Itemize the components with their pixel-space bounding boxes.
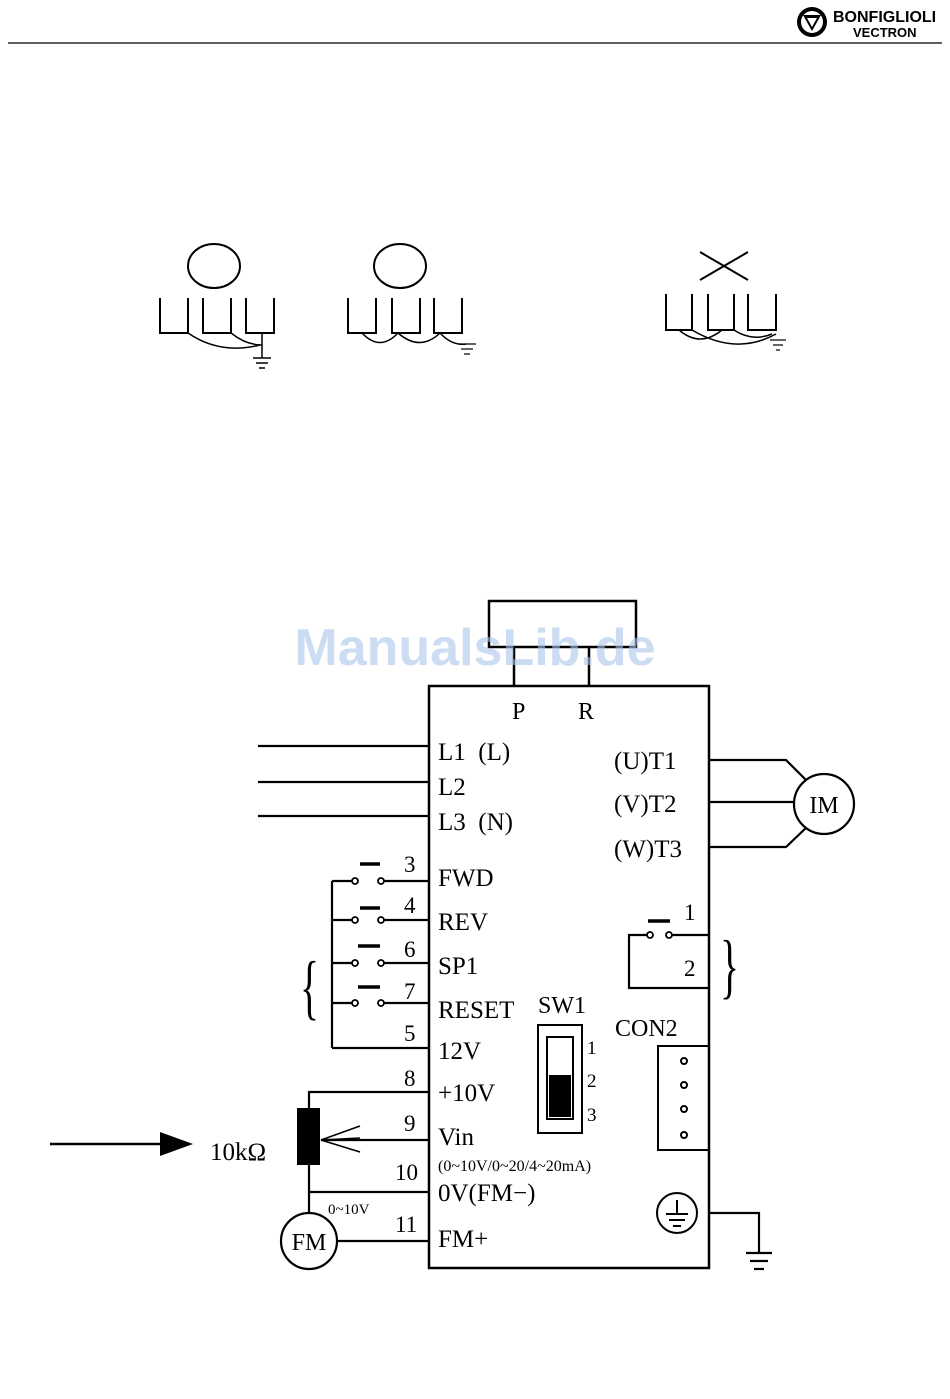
brand-name: BONFIGLIOLI [833, 9, 936, 26]
earth-terminal-icon [657, 1193, 697, 1233]
motor-label: IM [809, 793, 838, 819]
relay-terminal-number: 1 [684, 900, 696, 925]
vin-range-label: (0~10V/0~20/4~20mA) [438, 1158, 591, 1175]
terminal-t1-label: (U)T1 [614, 748, 676, 775]
relay-output [629, 921, 709, 988]
frequency-meter-label: FM [292, 1230, 327, 1256]
sw1-label: SW1 [538, 993, 586, 1019]
brand-subname: VECTRON [853, 25, 917, 40]
sw1-position: 1 [587, 1038, 597, 1059]
grounding-examples [160, 244, 786, 368]
wrong-mark-icon [700, 252, 748, 280]
relay-terminal-number: 2 [684, 956, 696, 981]
terminal-number: 5 [404, 1021, 416, 1046]
terminal-number: 7 [404, 979, 416, 1004]
terminal-number: 9 [404, 1111, 416, 1136]
sw1-slider[interactable] [549, 1075, 571, 1117]
ground-symbol-icon [458, 344, 476, 354]
brand-logo-icon [797, 7, 827, 37]
terminal-p-label: P [512, 699, 525, 725]
terminal-10v-label: +10V [438, 1080, 495, 1107]
watermark: ManualsLib.de [294, 619, 655, 677]
terminal-12v-label: 12V [438, 1038, 481, 1065]
sw1-switch[interactable] [538, 1025, 582, 1133]
terminal-t3-label: (W)T3 [614, 836, 682, 863]
earth-wire [709, 1213, 772, 1269]
potentiometer-label: 10kΩ [210, 1139, 266, 1166]
terminal-l3-label: L3 (N) [438, 809, 513, 836]
correct-mark-icon [374, 244, 426, 288]
terminal-number: 8 [404, 1066, 416, 1091]
terminal-sp1-label: SP1 [438, 953, 478, 980]
grounding-option-2 [348, 244, 476, 354]
correct-mark-icon [188, 244, 240, 288]
input-brace: { [300, 947, 319, 1028]
terminal-0v-label: 0V(FM−) [438, 1180, 535, 1207]
terminal-fwd-label: FWD [438, 865, 494, 892]
ground-symbol-icon [770, 340, 786, 350]
terminal-l2-label: L2 [438, 774, 466, 801]
header: BONFIGLIOLI VECTRON [8, 7, 942, 43]
terminal-number: 4 [404, 893, 416, 918]
sw1-position: 2 [587, 1071, 597, 1092]
terminal-number: 11 [395, 1212, 417, 1237]
terminal-fm-label: FM+ [438, 1226, 488, 1253]
terminal-t2-label: (V)T2 [614, 791, 676, 818]
terminal-r-label: R [578, 699, 594, 725]
terminal-reset-label: RESET [438, 997, 514, 1024]
terminal-number: 6 [404, 937, 416, 962]
mains-lines [258, 746, 429, 816]
con2-label: CON2 [615, 1016, 678, 1042]
grounding-option-3 [666, 252, 786, 350]
terminal-number: 10 [395, 1160, 418, 1185]
potentiometer-icon[interactable] [297, 1108, 320, 1165]
wiring-diagram: ManualsLib.de P R L1 (L) L2 L3 (N) (U)T1… [50, 601, 854, 1269]
con2-connector [658, 1046, 709, 1150]
callout-arrow-icon [50, 1132, 193, 1156]
terminal-l1-label: L1 (L) [438, 739, 510, 766]
terminal-rev-label: REV [438, 909, 488, 936]
meter-range-label: 0~10V [328, 1202, 370, 1218]
terminal-vin-label: Vin [438, 1124, 474, 1151]
grounding-option-1 [160, 244, 274, 368]
terminal-number: 3 [404, 852, 416, 877]
ground-symbol-icon [253, 358, 271, 368]
relay-brace: } [720, 926, 739, 1007]
sw1-position: 3 [587, 1105, 597, 1126]
